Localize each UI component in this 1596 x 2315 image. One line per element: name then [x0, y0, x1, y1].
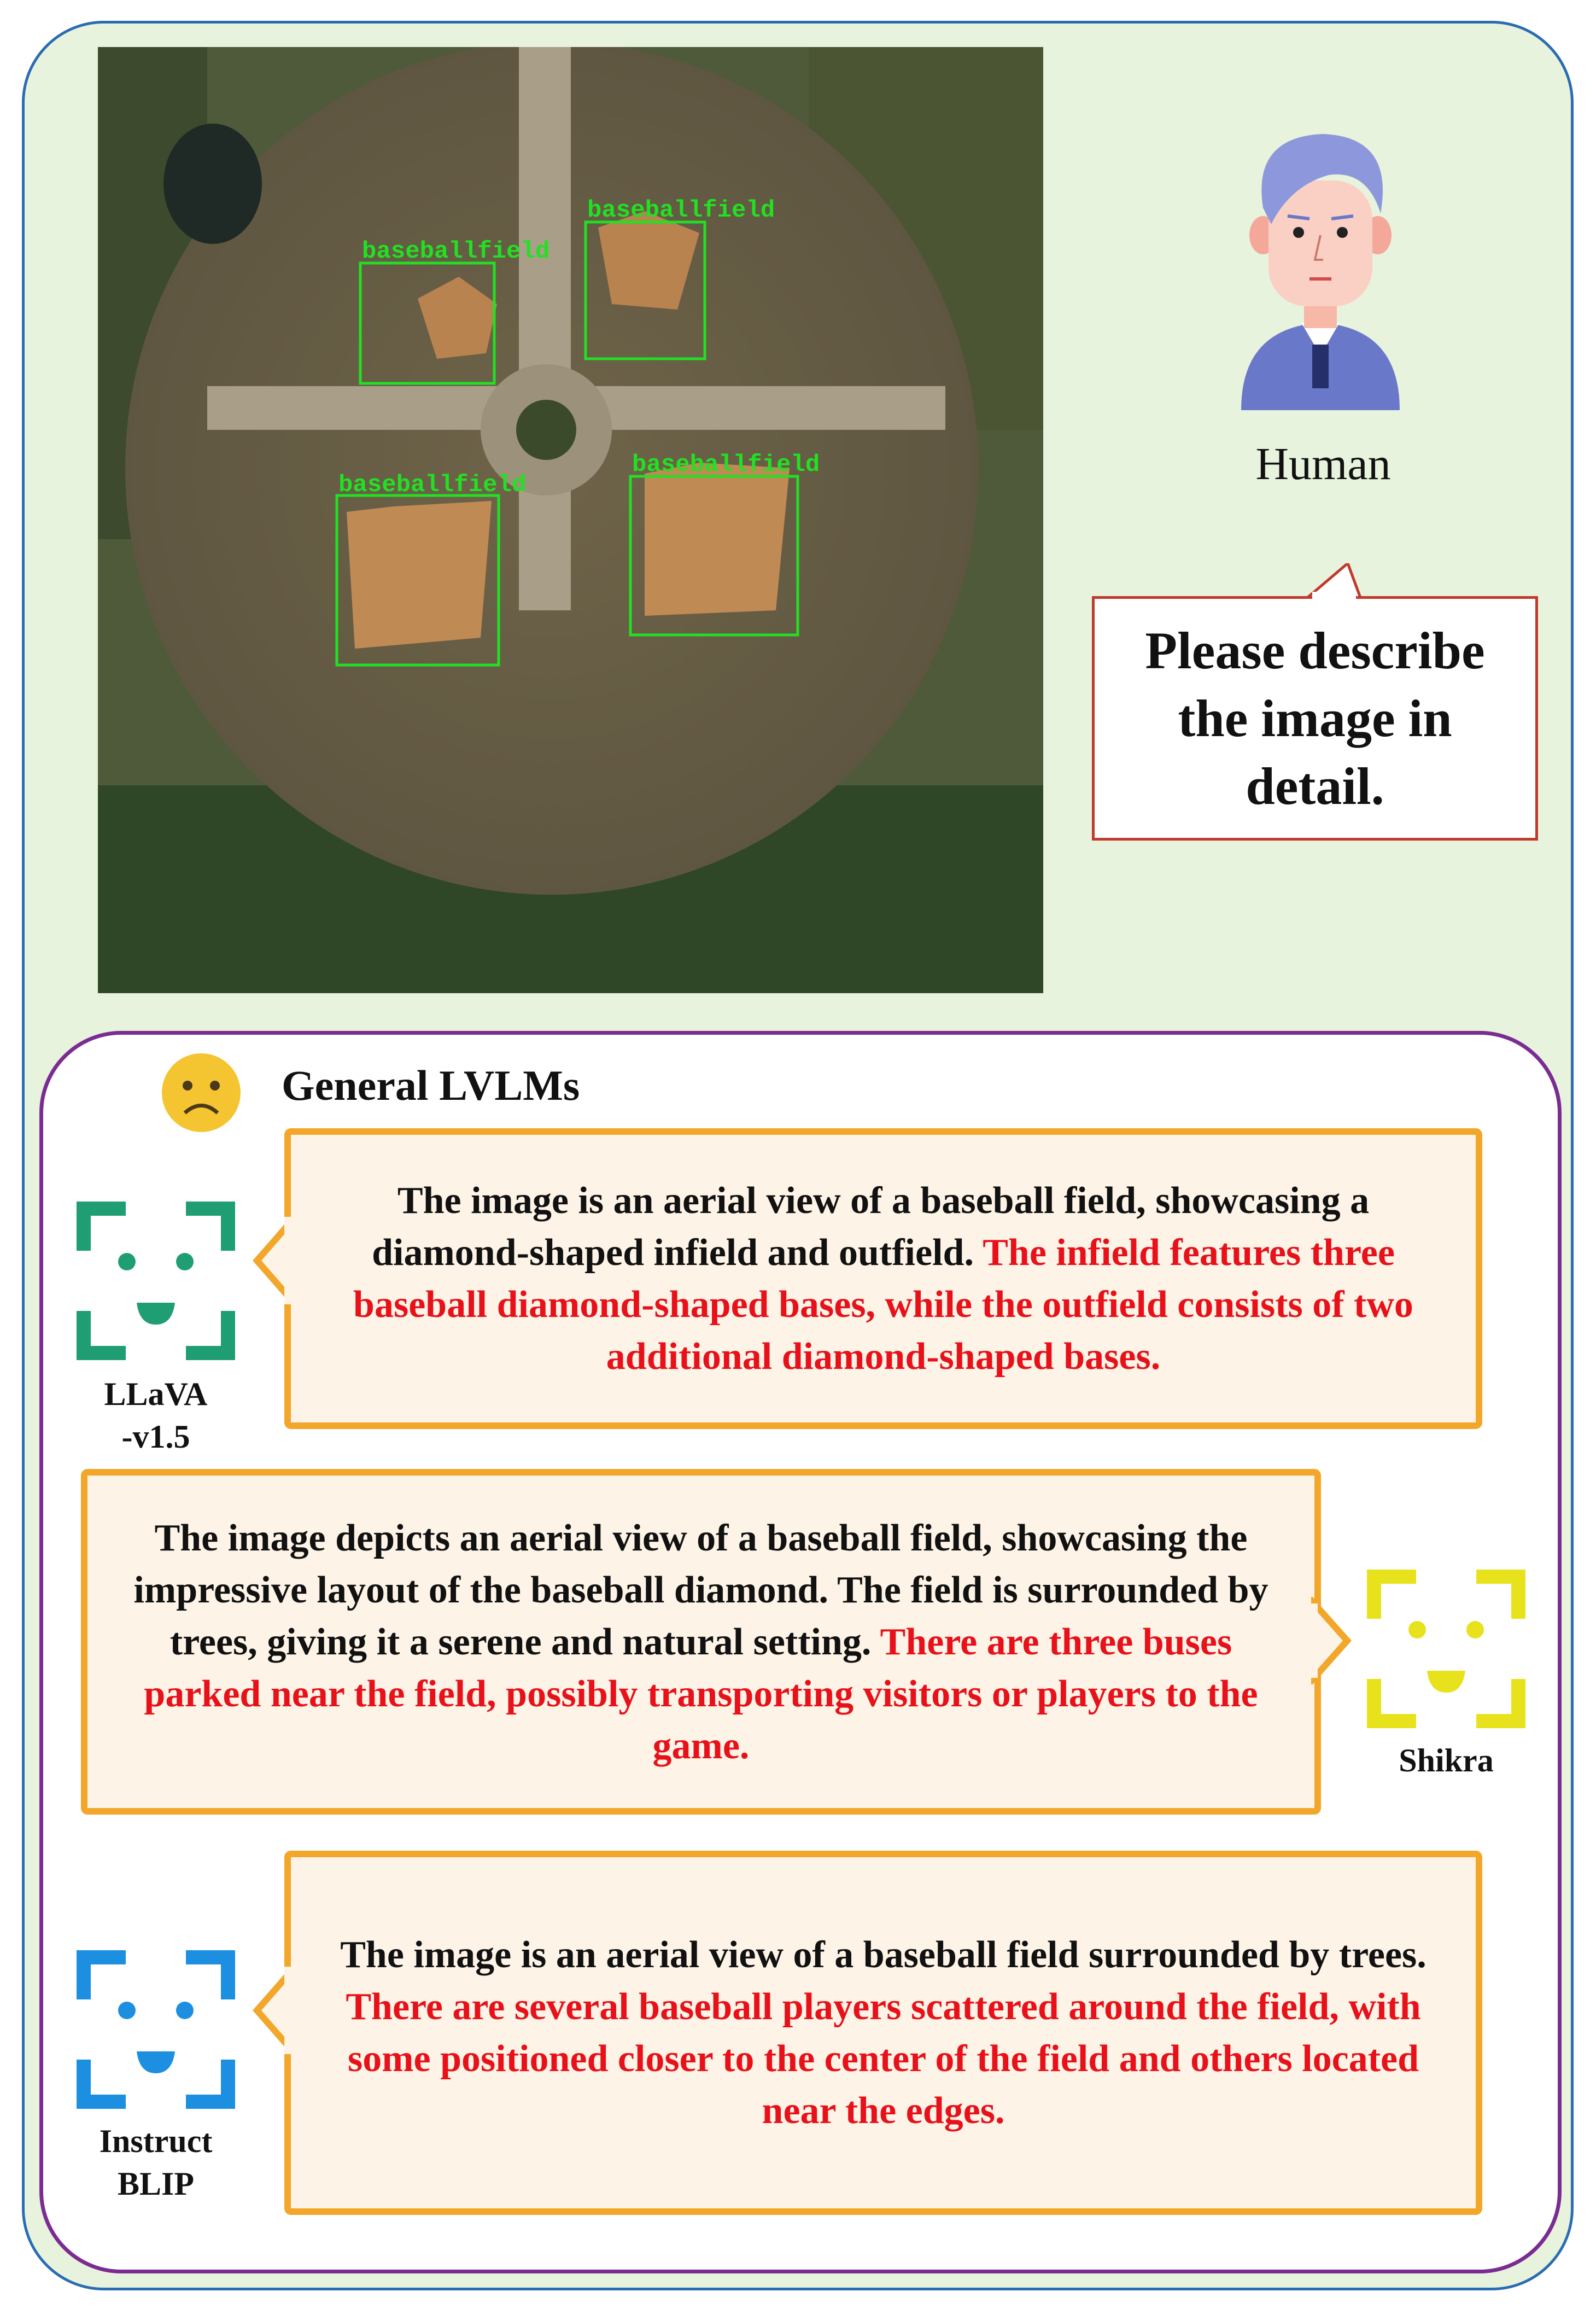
section-title: General LVLMs — [282, 1062, 580, 1109]
response-text-hallucinated: There are three buses parked near the fi… — [144, 1620, 1258, 1767]
response-bubble-llava: The image is an aerial view of a basebal… — [284, 1128, 1482, 1429]
model-label-shikra: Shikra — [1345, 1739, 1547, 1782]
frowning-face-icon — [160, 1052, 242, 1134]
response-text-normal: The image is an aerial view of a basebal… — [340, 1934, 1427, 1976]
response-text: The image is an aerial view of a basebal… — [291, 1135, 1476, 1422]
detection-box — [335, 494, 500, 667]
speech-bubble-pointer-mask — [1312, 592, 1356, 599]
detection-label: baseballfield — [362, 238, 549, 265]
aerial-scene: baseballfield baseballfield baseballfiel… — [98, 47, 1043, 993]
model-label-instructblip: Instruct BLIP — [55, 2120, 257, 2205]
response-bubble-shikra: The image depicts an aerial view of a ba… — [81, 1469, 1321, 1815]
bubble-pointer-mask — [1310, 1603, 1318, 1678]
model-label-llava: LLaVA -v1.5 — [55, 1373, 257, 1458]
model-name-line2: -v1.5 — [121, 1419, 190, 1455]
prompt-bubble: Please describe the image in detail. — [1092, 596, 1538, 841]
robot-face-icon — [77, 1202, 235, 1360]
response-text: The image is an aerial view of a basebal… — [291, 1857, 1476, 2208]
response-text-hallucinated: There are several baseball players scatt… — [346, 1986, 1421, 2132]
response-text-hallucinated: The infield features three baseball diam… — [353, 1232, 1413, 1378]
detection-label: baseballfield — [632, 451, 820, 479]
prompt-text: Please describe the image in detail. — [1145, 621, 1485, 815]
model-name-line1: LLaVA — [104, 1376, 208, 1412]
response-text: The image depicts an aerial view of a ba… — [87, 1476, 1314, 1808]
response-text-normal: The image is an aerial view of a basebal… — [372, 1180, 1370, 1274]
robot-face-icon — [1367, 1570, 1525, 1728]
robot-face-icon — [77, 1950, 235, 2109]
model-name-line1: Shikra — [1399, 1742, 1494, 1778]
model-name-line2: BLIP — [117, 2166, 195, 2202]
detection-box — [584, 220, 706, 360]
detection-box — [629, 475, 799, 637]
human-label: Human — [1255, 439, 1391, 489]
detection-label: baseballfield — [587, 197, 775, 224]
response-text-normal: The image depicts an aerial view of a ba… — [133, 1517, 1268, 1663]
aerial-baseball-image: baseballfield baseballfield baseballfiel… — [98, 47, 1043, 993]
detection-label: baseballfield — [338, 471, 526, 499]
bubble-pointer-mask — [284, 1967, 292, 2054]
detection-box — [359, 261, 496, 385]
human-avatar-icon — [1230, 126, 1411, 410]
bubble-pointer — [1311, 1597, 1352, 1684]
model-name-line1: Instruct — [99, 2123, 213, 2159]
response-bubble-instructblip: The image is an aerial view of a basebal… — [284, 1851, 1482, 2215]
bubble-pointer-mask — [284, 1217, 292, 1304]
